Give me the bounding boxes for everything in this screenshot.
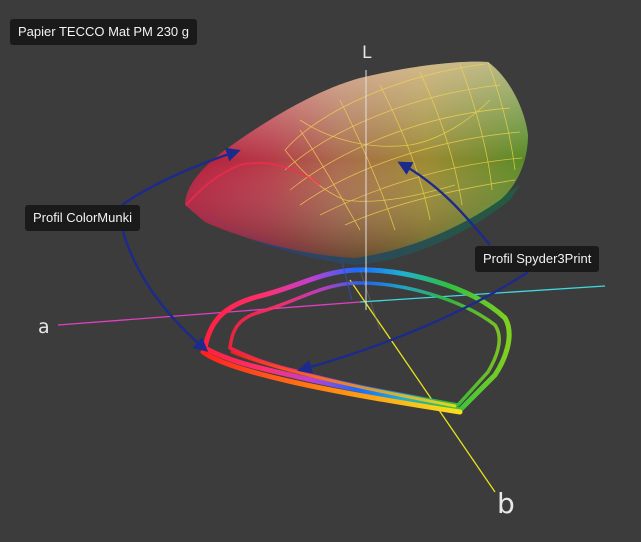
b-axis	[349, 279, 496, 493]
ring-colormunki	[202, 267, 512, 413]
a-axis-cyan	[359, 285, 606, 303]
ring-bottom-edge-inner	[230, 350, 457, 408]
arrow-colormunki-to-ring	[120, 227, 209, 352]
gamut-projection-rings	[200, 267, 512, 415]
arrow-spyder-to-ring	[297, 270, 529, 374]
profile-arrows	[120, 147, 529, 374]
shadow-guide-line	[359, 269, 381, 331]
axis-b-label: b	[497, 487, 515, 520]
a-axis-magenta	[57, 301, 361, 326]
paper-title-label: Papier TECCO Mat PM 230 g	[10, 19, 197, 45]
arrow-colormunki-to-solid	[121, 147, 241, 206]
ring-bottom-edge	[200, 349, 463, 415]
colormunki-profile-label: Profil ColorMunki	[25, 205, 140, 231]
arrow-spyder-to-solid	[397, 161, 491, 246]
axis-l-label: L	[362, 43, 372, 63]
solid-red-edge	[185, 161, 321, 206]
solid-shading	[185, 61, 528, 258]
spyder-profile-label: Profil Spyder3Print	[475, 246, 600, 272]
gamut-solid-3d	[185, 61, 528, 265]
axis-a-label: a	[38, 316, 50, 338]
